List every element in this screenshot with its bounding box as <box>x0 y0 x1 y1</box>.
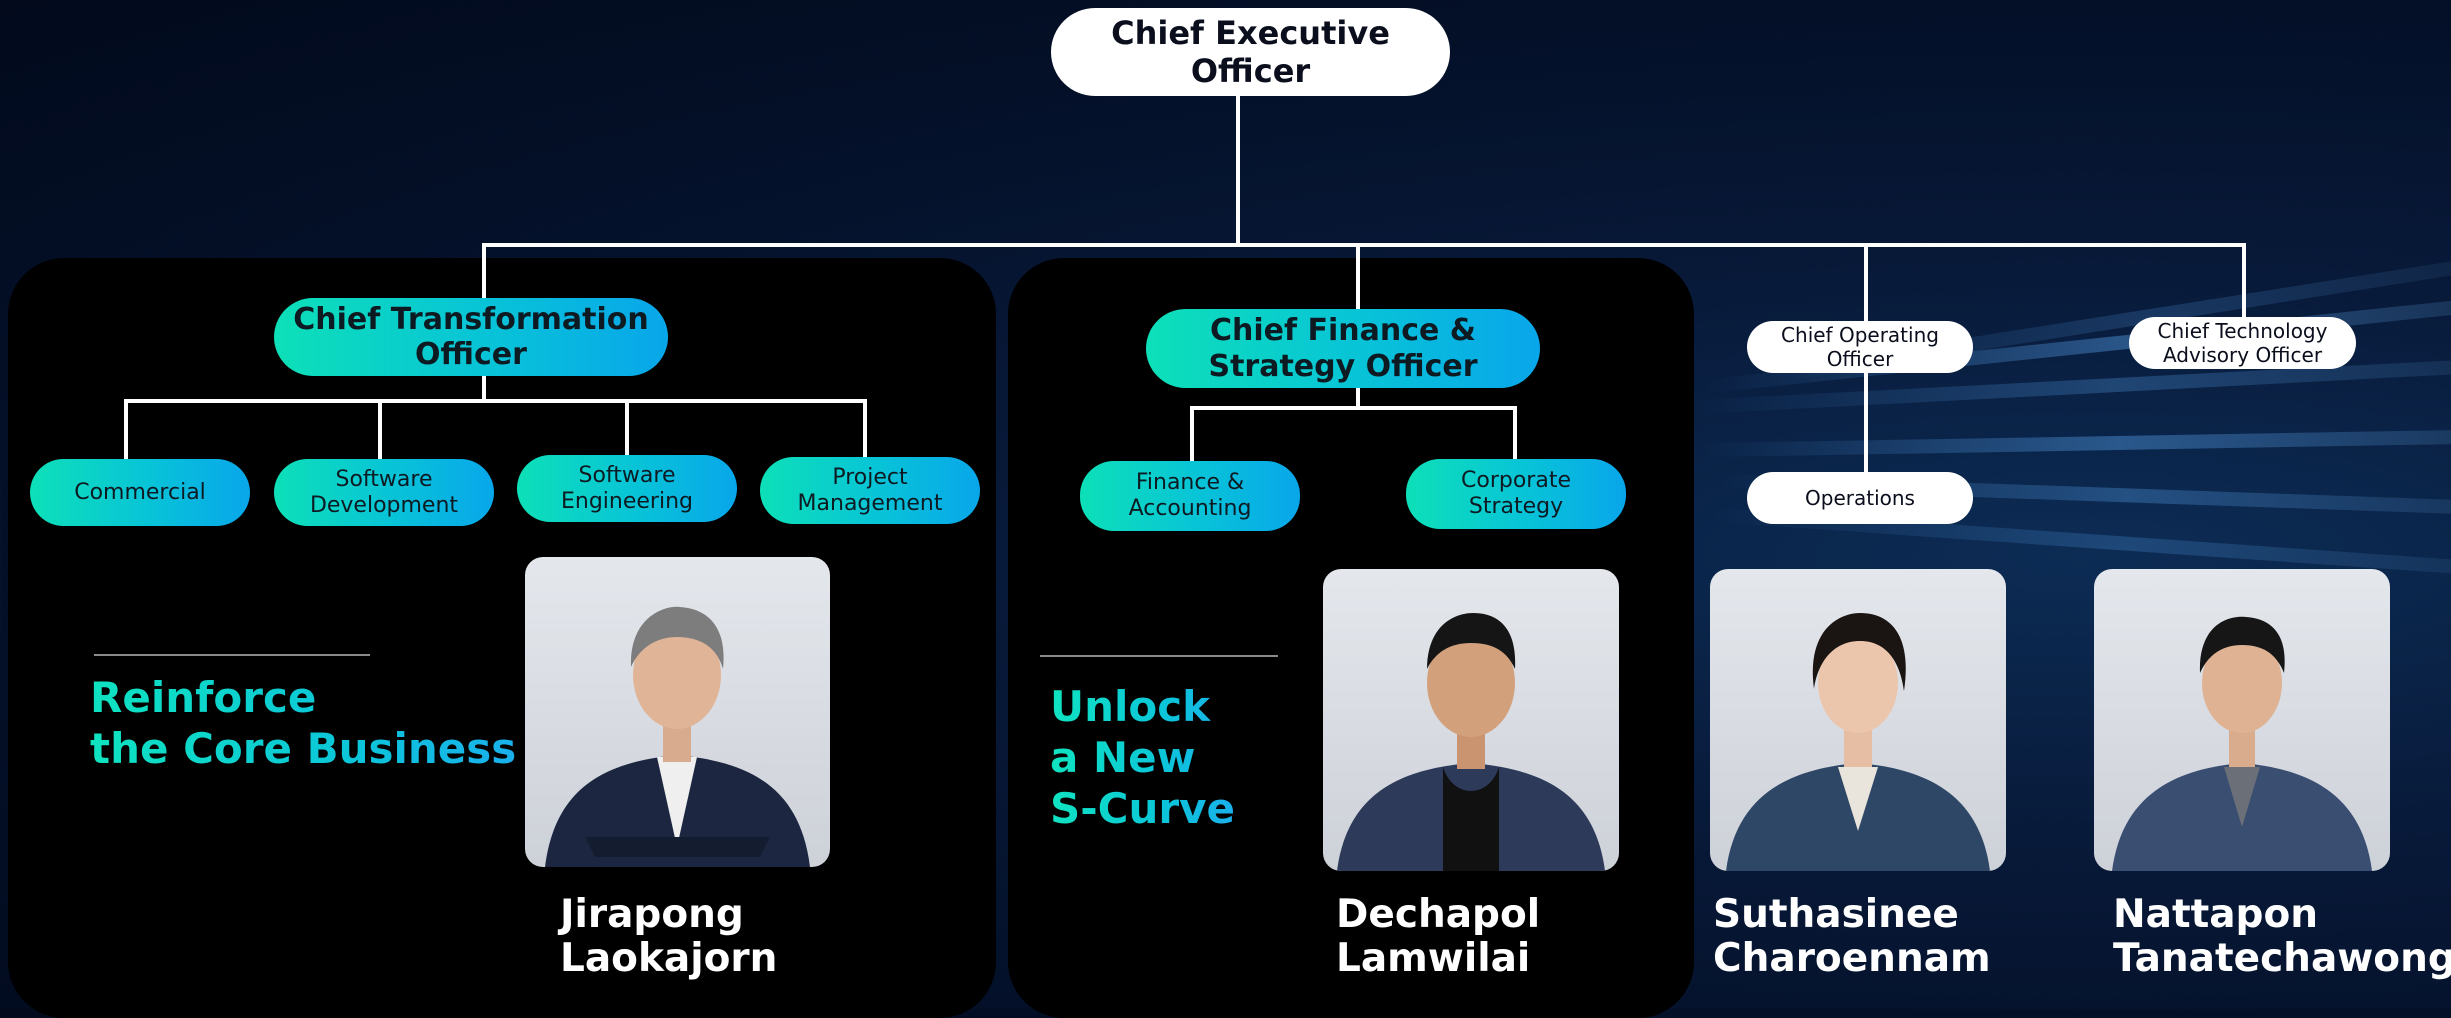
portrait-jirapong <box>525 557 830 867</box>
coo-title-box: Chief Operating Officer <box>1747 321 1973 373</box>
unit-software-development: Software Development <box>274 459 494 526</box>
ctao-title-box: Chief Technology Advisory Officer <box>2129 317 2356 369</box>
connector-line <box>1236 94 1240 246</box>
cfso-title-box: Chief Finance & Strategy Officer <box>1146 309 1540 388</box>
ceo-box: Chief Executive Officer <box>1051 8 1450 96</box>
connector-line <box>482 243 486 300</box>
portrait-dechapol <box>1323 569 1619 871</box>
name-suthasinee: Suthasinee Charoennam <box>1713 892 1991 982</box>
unit-software-engineering: Software Engineering <box>517 455 737 522</box>
unit-project-management: Project Management <box>760 457 980 524</box>
background-light-streak <box>1699 430 2451 458</box>
name-dechapol: Dechapol Lamwilai <box>1336 892 1541 982</box>
unit-operations: Operations <box>1747 472 1973 524</box>
connector-line <box>625 399 629 457</box>
unit-commercial: Commercial <box>30 459 250 526</box>
name-jirapong: Jirapong Laokajorn <box>560 892 778 982</box>
unit-finance-accounting: Finance & Accounting <box>1080 461 1300 531</box>
portrait-nattapon <box>2094 569 2390 871</box>
connector-line <box>482 372 486 402</box>
connector-line <box>378 399 382 461</box>
tagline-divider <box>1040 655 1278 657</box>
connector-line <box>1356 386 1360 408</box>
name-nattapon: Nattapon Tanatechawong <box>2113 892 2451 982</box>
cto-title-box: Chief Transformation Officer <box>274 298 668 376</box>
connector-line <box>1864 370 1868 474</box>
connector-line <box>482 243 2246 247</box>
tagline-s-curve: Unlock a New S-Curve <box>1050 682 1235 834</box>
unit-corporate-strategy: Corporate Strategy <box>1406 459 1626 529</box>
tagline-core-business: Reinforce the Core Business <box>90 673 517 774</box>
connector-line <box>124 399 128 461</box>
connector-line <box>863 399 867 459</box>
connector-line <box>124 399 867 403</box>
portrait-suthasinee <box>1710 569 2006 871</box>
connector-line <box>1513 406 1517 461</box>
connector-line <box>1190 406 1194 463</box>
connector-line <box>1190 406 1517 410</box>
connector-line <box>1356 243 1360 311</box>
tagline-divider <box>94 654 370 656</box>
connector-line <box>1864 243 1868 323</box>
connector-line <box>2242 243 2246 323</box>
transformation-panel <box>8 258 996 1018</box>
